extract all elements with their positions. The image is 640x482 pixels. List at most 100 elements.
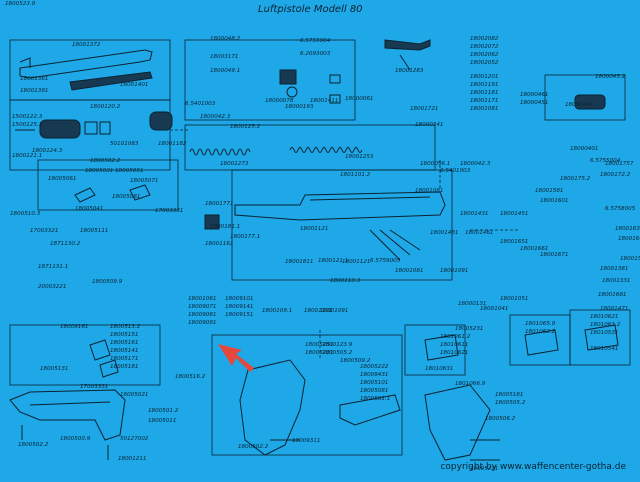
part-number-label: 1801063.2 [590,322,621,328]
part-number-label: 1800109.1 [262,308,292,314]
part-number-label: 18001051 [500,296,528,302]
main-spring [189,148,251,156]
part-number-label: 18001331 [602,278,630,284]
screw-set [21,425,500,461]
part-number-label: 18001121 [300,226,328,232]
part-number-label: 6.5758005 [605,206,636,212]
part-number-label: 1800181.1 [210,224,240,230]
part-number-label: 1500122.3 [12,114,43,120]
part-number-label: 18005222 [360,364,389,370]
part-number-label: 1800042.3 [460,161,491,167]
part-number-label: 1800502.2 [238,444,269,450]
part-number-label: 18005221 [305,350,333,356]
sight-leaf-part [129,184,151,201]
part-number-label: 1801062.2 [525,329,556,335]
part-number-label: 18001757 [605,161,634,167]
frame-barrel [9,99,171,171]
part-number-label: 1800175.2 [560,176,591,182]
trigger-guard-frame [9,389,126,441]
part-number-label: 1800048.2 [210,36,241,42]
part-number-label: 18000193 [285,104,314,110]
part-number-label: 18001041 [480,306,508,312]
part-number-label: 18001601 [540,198,568,204]
part-number-label: 18009081 [188,312,216,318]
frame-piston [544,74,626,121]
part-number-label: 18010611 [440,342,468,348]
part-number-label: 18001191 [470,82,498,88]
part-number-label: 1800123.9 [322,342,353,348]
part-number-label: 1800121.1 [12,153,42,159]
part-number-label: 1800506.2 [485,416,516,422]
part-number-label: 18000461 [520,92,548,98]
part-number-label: 18000441 [565,102,593,108]
part-number-label: 18001581 [535,188,563,194]
part-number-label: 18009101 [225,296,253,302]
barrel-sleeve [39,119,81,139]
part-number-label: 18001283 [395,68,424,74]
part-number-label: 18005221 [470,466,498,472]
trigger-sear [99,359,119,378]
part-number-label: 18009161 [60,324,88,330]
part-number-label: 1800110.3 [330,278,361,284]
part-number-label: 1800121.1 [318,258,348,264]
diagram-title: Luftpistole Modell 80 [258,4,363,15]
part-number-label: 18005181 [495,392,523,398]
part-number-label: 18001182 [158,141,187,147]
part-number-label: 1800502.2 [18,442,49,448]
part-number-label: 18003171 [210,54,238,60]
part-number-label: 18005061 [48,176,76,182]
part-number-label: 18002072 [470,44,499,50]
part-number-label: 18009071 [188,304,216,310]
part-number-label: 1800125.2 [230,124,261,130]
part-number-label: 18005151 [110,332,138,338]
frame-trigger [9,324,161,386]
part-number-label: 18000131 [458,301,486,307]
part-number-label: 6.5401003 [185,101,216,107]
part-number-label: 1801065.9 [525,321,556,327]
part-number-label: 18002082 [470,36,499,42]
part-number-label: 1800043.2 [595,74,626,80]
part-number-label: 1800177.1 [230,234,260,240]
part-number-label: 18001181 [470,90,498,96]
part-number-label: 1800505.2 [322,350,353,356]
part-number-label: 18001721 [410,106,438,112]
grip-plate-1 [424,334,459,361]
part-number-label: 18001391 [20,88,48,94]
copyright-text: copyright by www.waffencenter-gotha.de [440,462,626,472]
loading-tool-part [384,39,431,51]
part-number-label: 1800501.1 [360,396,390,402]
breech-ring [286,86,298,98]
part-number-label: 20003221 [38,284,66,290]
frame-breech [184,39,356,121]
part-number-label: 18010621 [590,314,618,320]
part-number-label: 18001121 [342,259,370,265]
part-number-label: 18002062 [470,52,499,58]
part-number-label: 18005031 [85,168,113,174]
part-number-label: 18001481 [430,230,458,236]
part-number-label: 18010531 [590,330,618,336]
part-number-label: 18005131 [40,366,68,372]
frame-grip-plate-1 [404,324,466,376]
part-number-label: 18009311 [292,438,320,444]
part-number-label: 50101083 [110,141,139,147]
part-number-label: 18001081 [395,268,423,274]
part-number-label: 1800513.2 [110,324,141,330]
part-number-label: 6.5401003 [440,168,471,174]
part-number-label: 18001081 [470,106,498,112]
part-number-label: 18010631 [425,366,453,372]
breech-block [279,69,297,85]
rear-sight-part [74,187,96,203]
receiver-pin-1 [369,229,401,261]
part-number-label: 18001091 [320,308,348,314]
part-number-label: 1800510.3 [10,211,41,217]
grip-plate-2 [524,329,559,356]
part-number-label: 1801066.9 [455,381,486,387]
part-number-label: 18001091 [440,268,468,274]
receiver-groove [309,196,431,201]
part-number-label: 18001273 [220,161,249,167]
part-number-label: 18005231 [455,326,483,332]
highlight-arrow [218,344,254,372]
frame-sight [37,159,179,211]
part-number-label: 1800509.9 [92,279,123,285]
